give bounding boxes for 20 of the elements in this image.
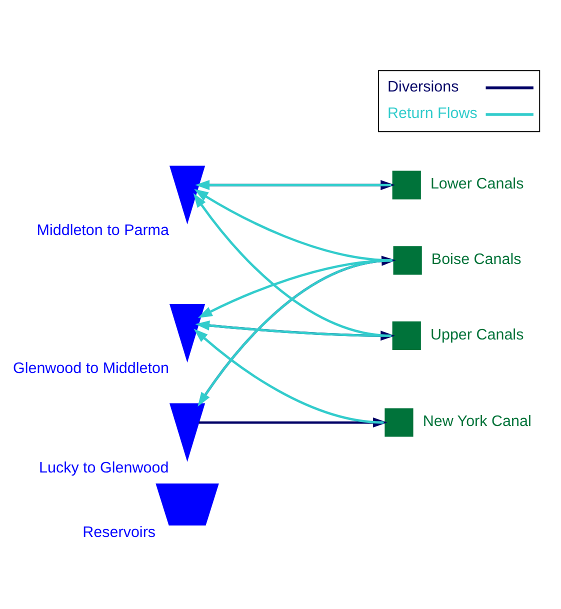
arrow — [194, 189, 392, 262]
node-box — [392, 321, 421, 350]
node-arrow — [169, 304, 206, 363]
legend-label: Return Flows — [388, 105, 478, 122]
node-label: Reservoirs — [82, 524, 156, 542]
node-label: Glenwood to Middleton — [12, 360, 169, 378]
node-label: Upper Canals — [430, 326, 524, 344]
node-label: Middleton to Parma — [36, 222, 170, 239]
node-label: Lucky to Glenwood — [38, 459, 169, 476]
node-label: Lower Canals — [430, 176, 524, 193]
legend-label: Diversions — [388, 78, 459, 96]
node-label: New York Canal — [422, 413, 532, 430]
node-box — [384, 408, 414, 437]
arrow — [195, 180, 392, 190]
node-box — [393, 246, 422, 275]
node-trapezoid — [156, 484, 219, 526]
node-arrow — [169, 403, 206, 462]
arrow — [194, 328, 384, 424]
node-box — [392, 170, 421, 200]
node-label: Boise Canals — [431, 251, 522, 268]
